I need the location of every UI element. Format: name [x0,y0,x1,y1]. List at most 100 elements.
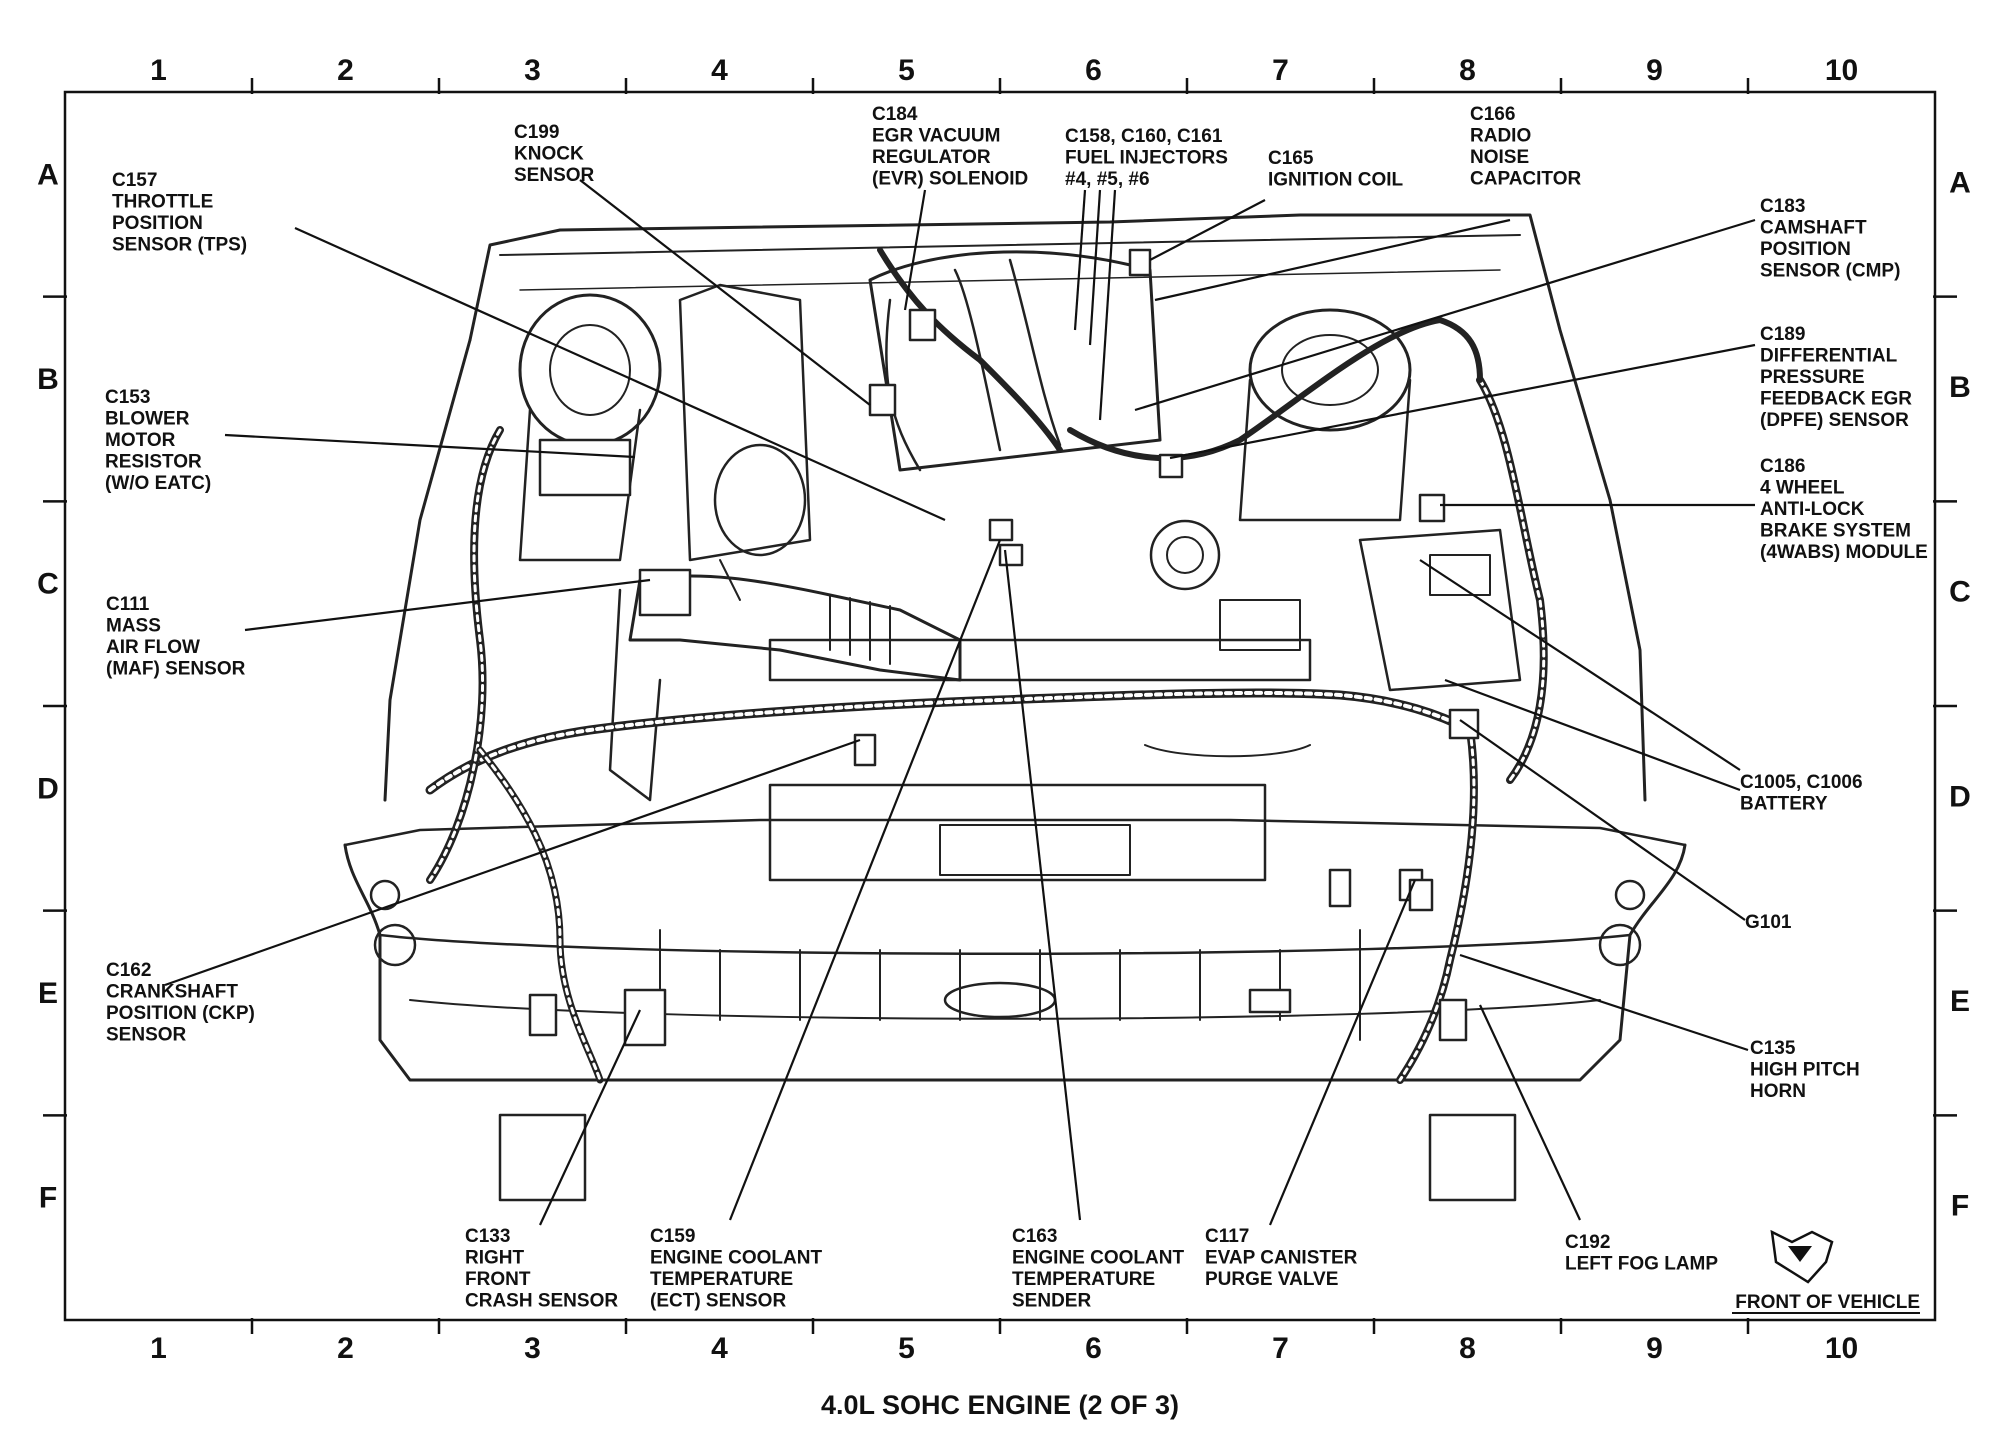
column-label-bottom-3: 3 [524,1332,541,1365]
callout-c1005-line: BATTERY [1740,794,1828,815]
column-label-top-1: 1 [150,54,167,87]
callout-g101: G101 [1745,912,1792,933]
column-label-top-7: 7 [1272,54,1289,87]
callout-c186-line: C186 [1760,456,1805,477]
leader-c133 [539,1009,641,1226]
row-label-left-f: F [39,1182,57,1215]
callout-c157-line: THROTTLE [112,192,213,213]
leader-c153 [224,433,636,459]
column-label-bottom-10: 10 [1825,1332,1858,1365]
callout-c111-line: C111 [106,594,150,615]
callout-c199-line: SENSOR [514,165,595,186]
row-label-right-f: F [1951,1190,1969,1223]
callout-c184-line: REGULATOR [872,147,991,168]
callout-c157-line: SENSOR (TPS) [112,235,247,256]
callout-c165-line: C165 [1268,148,1314,169]
row-label-left-a: A [37,158,59,191]
callout-c186-line: BRAKE SYSTEM [1760,521,1911,542]
callout-c186-line: (4WABS) MODULE [1760,542,1928,563]
column-label-bottom-6: 6 [1085,1332,1102,1365]
callout-leader-lines [164,179,1756,1226]
callout-c165-line: IGNITION COIL [1268,170,1404,191]
callout-c166-line: RADIO [1470,126,1531,147]
callout-c199-line: KNOCK [514,144,584,165]
callout-c166-line: C166 [1470,104,1515,125]
callout-c186-line: ANTI-LOCK [1760,499,1865,520]
column-label-top-10: 10 [1825,54,1858,87]
callout-c153-line: MOTOR [105,430,176,451]
callout-c166-line: CAPACITOR [1470,169,1581,190]
callout-c166-line: NOISE [1470,147,1529,168]
column-label-bottom-1: 1 [150,1332,167,1365]
row-label-left-c: C [37,568,59,601]
row-label-left-b: B [37,363,59,396]
leader-c158c [1098,189,1117,421]
callout-c199-line: C199 [514,122,559,143]
row-label-right-c: C [1949,576,1971,609]
leader-c199 [579,179,871,406]
row-label-right-e: E [1950,985,1970,1018]
leader-c183 [1134,218,1756,412]
callout-c1005-line: C1005, C1006 [1740,772,1863,793]
row-label-right-b: B [1949,371,1971,404]
callout-c111-line: MASS [106,616,161,637]
callout-c162-line: CRANKSHAFT [106,982,238,1003]
callout-c135-line: HIGH PITCH [1750,1060,1860,1081]
callout-c111-line: (MAF) SENSOR [106,659,246,680]
column-label-top-4: 4 [711,54,728,87]
leader-c158b [1088,189,1102,346]
callout-c153-line: BLOWER [105,409,190,430]
callout-c133-line: C133 [465,1226,510,1247]
leader-c192 [1479,1004,1581,1221]
column-label-bottom-2: 2 [337,1332,354,1365]
leader-c157 [294,226,946,522]
callout-c189-line: C189 [1760,324,1805,345]
callout-c162-line: POSITION (CKP) [106,1003,255,1024]
column-label-bottom-7: 7 [1272,1332,1289,1365]
leader-c163 [1003,549,1082,1221]
callout-c159-line: C159 [650,1226,695,1247]
callout-c184-line: EGR VACUUM [872,126,1000,147]
column-label-top-8: 8 [1459,54,1476,87]
row-label-right-d: D [1949,780,1971,813]
leader-c184 [903,189,927,311]
callout-c162-line: C162 [106,960,151,981]
callout-c117-line: EVAP CANISTER [1205,1248,1358,1269]
column-label-bottom-4: 4 [711,1332,728,1365]
column-label-top-3: 3 [524,54,541,87]
callout-c153-line: C153 [105,387,150,408]
callout-c157-line: C157 [112,170,157,191]
column-label-bottom-9: 9 [1646,1332,1663,1365]
callout-c158-line: C158, C160, C161 [1065,126,1223,147]
leader-c1005b [1444,678,1741,792]
diagram-title: 4.0L SOHC ENGINE (2 OF 3) [821,1390,1179,1420]
callout-c133-line: RIGHT [465,1248,525,1269]
callout-c158-line: #4, #5, #6 [1065,169,1150,190]
callout-c158-line: FUEL INJECTORS [1065,148,1228,169]
leader-c159 [728,539,1002,1221]
callout-c163-line: C163 [1012,1226,1057,1247]
callout-c189-line: PRESSURE [1760,367,1865,388]
leader-c165 [1149,199,1266,261]
front-of-vehicle-marker: FRONT OF VEHICLE [1732,1229,1920,1314]
leader-c158a [1073,189,1087,331]
